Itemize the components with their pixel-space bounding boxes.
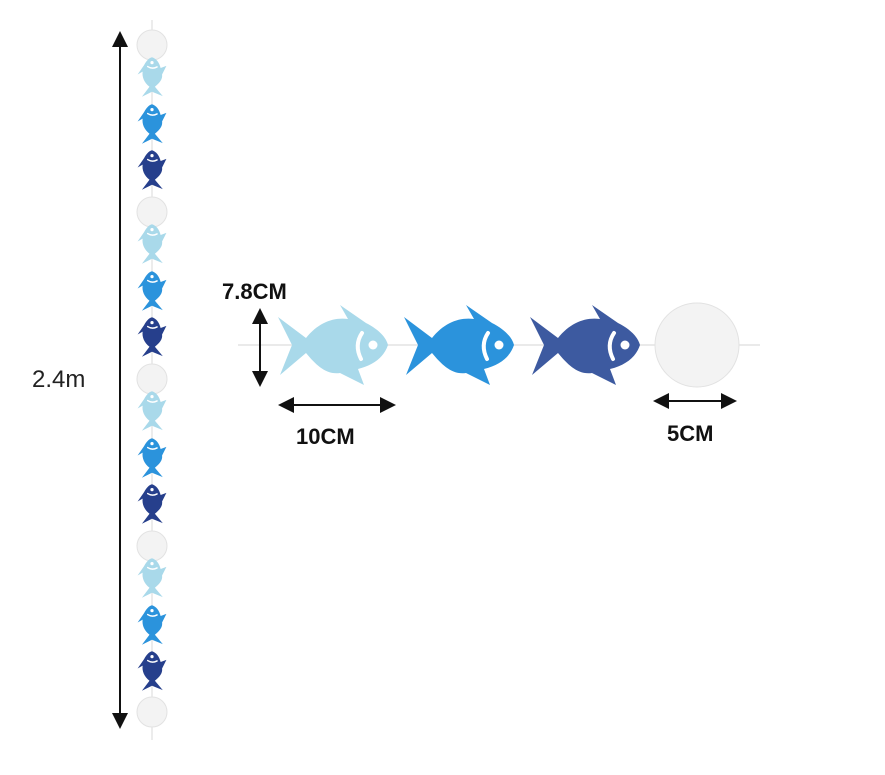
circle-decoration	[136, 530, 168, 562]
fish-width-label: 10CM	[296, 424, 355, 449]
light-fish	[137, 558, 167, 598]
light-fish	[137, 391, 167, 431]
light-fish	[278, 305, 388, 385]
vertical-garland	[136, 29, 168, 728]
mid-fish	[137, 438, 167, 478]
circle-decoration	[136, 363, 168, 395]
light-fish	[137, 224, 167, 264]
light-fish	[137, 57, 167, 97]
mid-fish	[137, 271, 167, 311]
dark-fish	[137, 651, 167, 691]
horizontal-garland	[278, 302, 740, 388]
circle-decoration	[136, 196, 168, 228]
total-length-label: 2.4m	[32, 366, 86, 393]
circle-decoration	[136, 29, 168, 61]
circle-decoration	[136, 696, 168, 728]
dark-fish	[137, 317, 167, 357]
dark-fish	[530, 305, 640, 385]
mid-fish	[404, 305, 514, 385]
circle-diameter-label: 5CM	[667, 421, 714, 446]
dark-fish	[137, 484, 167, 524]
mid-fish	[137, 605, 167, 645]
fish-height-label: 7.8CM	[222, 279, 287, 304]
mid-fish	[137, 104, 167, 144]
dark-fish	[137, 150, 167, 190]
circle-decoration	[654, 302, 740, 388]
